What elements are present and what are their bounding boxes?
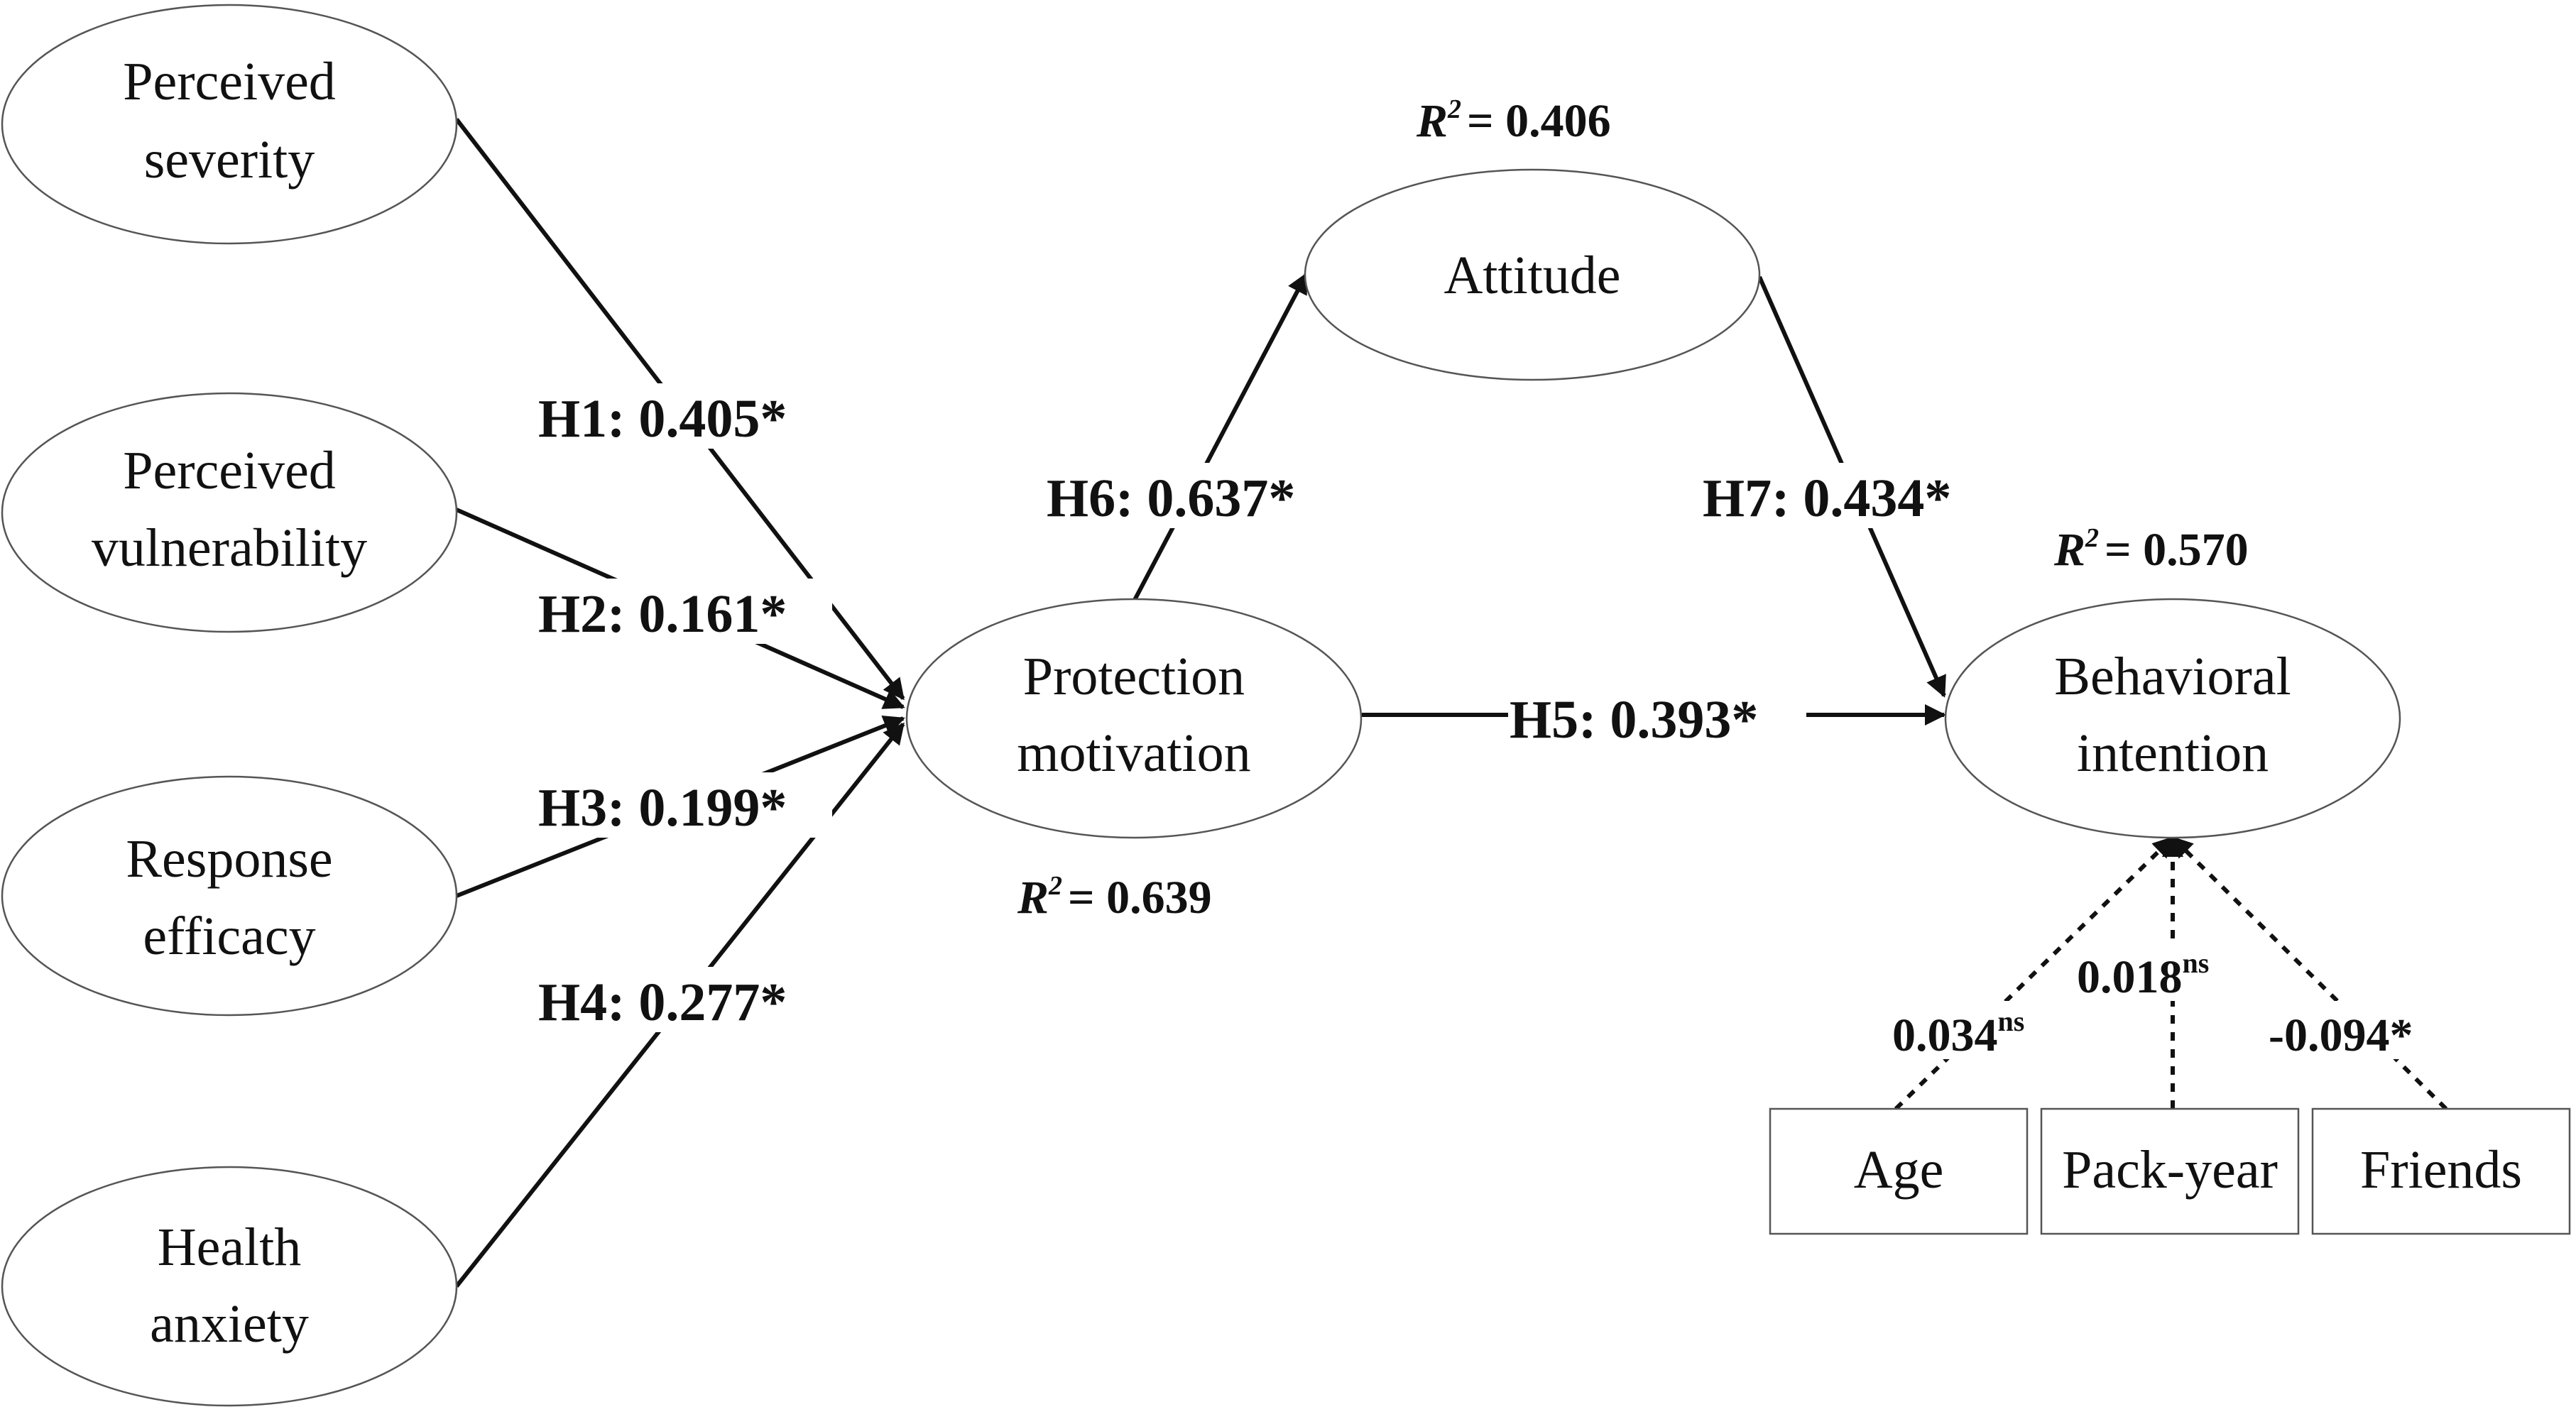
control-coef-age: 0.034ns [1892,1005,2024,1061]
control-pack-year: Pack-year [2040,1107,2300,1235]
node-behavioral-intention: Behavioral intention [1944,598,2401,839]
r-squared-behavioral-intention: R2= 0.570 [2053,523,2249,576]
path-label-h6: H6: 0.637* [1047,469,1295,528]
node-label-line2: efficacy [143,907,315,966]
control-coef-value: 0.018 [2077,951,2183,1003]
r-squared-protection-motivation: R2= 0.639 [1017,871,1212,924]
node-label-line2: intention [2077,723,2269,783]
path-label-h3: H3: 0.199* [538,778,787,838]
node-health-anxiety: Health anxiety [1,1166,458,1407]
node-response-efficacy: Response efficacy [1,775,458,1017]
node-label-line1: Response [126,829,332,889]
r-power: 2 [1048,871,1062,901]
path-label-h4: H4: 0.277* [538,973,787,1032]
control-coef-value: -0.094* [2269,1009,2413,1061]
r-squared-value: = 0.639 [1068,872,1212,924]
node-label-line2: vulnerability [92,518,367,578]
control-label: Pack-year [2062,1140,2278,1200]
path-label-h5: H5: 0.393* [1510,690,1758,750]
path-control-age [1894,836,2175,1111]
node-attitude: Attitude [1304,168,1761,381]
r-power: 2 [2085,523,2099,553]
path-label-h7: H7: 0.434* [1703,469,1951,528]
path-h6 [1132,272,1309,603]
control-age: Age [1769,1107,2029,1235]
r-squared-value: = 0.570 [2105,524,2249,576]
node-label-line2: anxiety [150,1294,309,1354]
control-coef-friends: -0.094* [2269,1009,2413,1061]
path-label-h1: H1: 0.405* [538,389,787,449]
r-squared-attitude: R2= 0.406 [1416,94,1611,147]
node-perceived-vulnerability: Perceived vulnerability [1,392,458,633]
node-label-line1: Perceived [123,52,336,111]
control-coef-sig: ns [1998,1005,2025,1037]
r-symbol: R [1017,872,1049,924]
node-label-line2: severity [144,130,315,190]
control-coef-value: 0.034 [1892,1009,1998,1061]
control-label: Age [1854,1140,1944,1200]
node-label: Attitude [1443,246,1620,305]
node-perceived-severity: Perceived severity [1,4,458,245]
control-coef-sig: ns [2183,947,2210,979]
control-label: Friends [2360,1140,2522,1200]
node-label-line1: Protection [1023,647,1245,706]
node-label-line1: Perceived [123,441,336,500]
control-coef-pack-year: 0.018ns [2077,947,2209,1003]
r-symbol: R [2053,524,2085,576]
r-symbol: R [1416,95,1448,147]
r-squared-value: = 0.406 [1467,95,1611,147]
path-label-h2: H2: 0.161* [538,584,787,644]
node-label-line1: Health [158,1217,302,1277]
node-protection-motivation: Protection motivation [905,598,1363,839]
r-power: 2 [1447,94,1461,124]
node-label-line2: motivation [1017,723,1250,783]
path-control-friends [2171,836,2448,1111]
control-friends: Friends [2311,1107,2571,1235]
node-label-line1: Behavioral [2054,647,2291,706]
